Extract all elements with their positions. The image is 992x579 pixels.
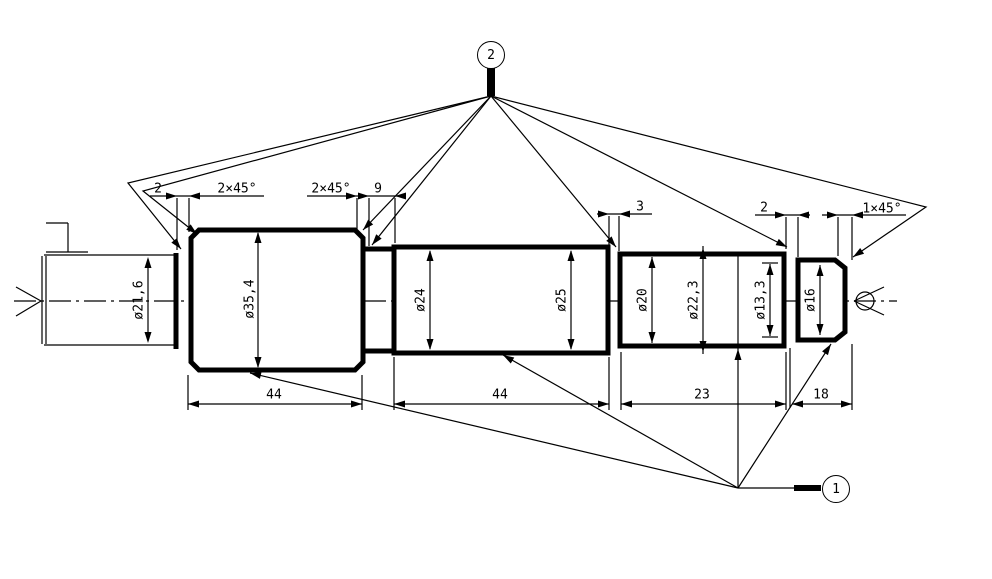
dim-groove-width: 9 xyxy=(374,181,382,197)
length-label-3: 23 xyxy=(694,387,710,403)
clamp-symbol xyxy=(46,222,88,253)
length-label-2: 44 xyxy=(492,387,508,403)
diameter-label-6: ø13,3 xyxy=(753,280,769,320)
diameter-label-7: ø16 xyxy=(803,288,819,312)
balloon-1-label: 1 xyxy=(832,481,840,497)
balloon-1-stem xyxy=(794,485,821,491)
balloon-1-leaders xyxy=(249,343,832,491)
diameter-label-1: ø35,4 xyxy=(242,279,258,319)
diameter-label-stock: ø21,6 xyxy=(131,280,147,320)
dim-chamfer-right: 1×45° xyxy=(862,201,902,217)
balloon-2-stem xyxy=(487,66,495,96)
arrowheads xyxy=(144,192,865,408)
dim-relief-width: 3 xyxy=(636,199,644,215)
balloon-2-label: 2 xyxy=(487,47,495,63)
drive-center-symbol xyxy=(15,286,42,317)
diameter-label-5: ø22,3 xyxy=(686,280,702,320)
diameter-label-4: ø20 xyxy=(635,288,651,312)
stock-outline xyxy=(41,254,176,346)
length-label-1: 44 xyxy=(266,387,282,403)
dim-step-right: 2 xyxy=(760,200,768,216)
balloon-1: 1 xyxy=(822,475,850,503)
dim-chamfer-mid: 2×45° xyxy=(311,181,351,197)
shaft-outline xyxy=(173,227,848,373)
dim-step-left: 2 xyxy=(154,181,162,197)
dim-chamfer-left: 2×45° xyxy=(217,181,257,197)
length-label-4: 18 xyxy=(813,387,829,403)
diameter-label-3: ø25 xyxy=(554,288,570,312)
balloon-2-leaders xyxy=(126,66,928,258)
balloon-2: 2 xyxy=(477,41,505,69)
diameter-label-2: ø24 xyxy=(413,288,429,312)
tailstock-center-symbol xyxy=(853,286,885,316)
